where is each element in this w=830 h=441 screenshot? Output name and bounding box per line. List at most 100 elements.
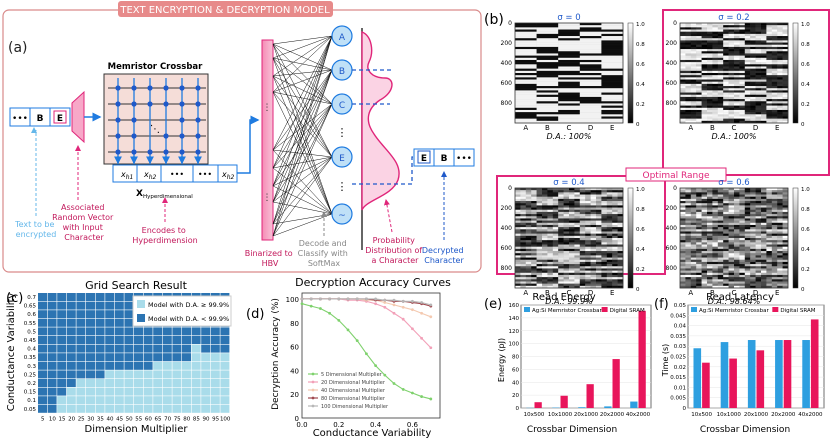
heatmap-cell [531, 242, 537, 245]
heatmap-cell [601, 99, 624, 102]
grid-cell [153, 396, 163, 405]
heatmap-cell [744, 79, 751, 82]
heatmap-cell [685, 118, 691, 122]
heatmap-cell [558, 73, 580, 76]
heatmap-cell [755, 259, 762, 263]
heatmap-cell [717, 211, 724, 215]
heatmap-cell [755, 116, 762, 119]
heatmap-cell [536, 246, 543, 250]
heatmap-cell [552, 270, 559, 273]
heatmap-cell [761, 73, 767, 76]
heatmap-cell [612, 272, 618, 276]
heatmap-cell [563, 229, 570, 232]
heatmap-cell [761, 103, 767, 106]
heatmap-cell [696, 96, 702, 100]
bar [560, 395, 568, 408]
heatmap-cell [771, 231, 778, 234]
heatmap-cell [515, 207, 521, 210]
heatmap-cell [585, 188, 591, 191]
grid-cell [220, 370, 230, 379]
heatmap-cell [744, 90, 751, 93]
memristor-node [115, 149, 121, 155]
heatmap-cell [750, 251, 756, 254]
hbv-dots-1: ⋮ [263, 103, 272, 113]
heatmap-cell [680, 49, 686, 52]
heatmap-cell [612, 259, 618, 263]
heatmap-cell [569, 253, 575, 256]
legend-label: Ag:Si Memristor Crossbar [532, 308, 602, 314]
heatmap-cell [536, 203, 543, 206]
heatmap-cell [739, 283, 745, 287]
heatmap-cell [579, 112, 602, 115]
heatmap-cell [515, 251, 521, 254]
heatmap-cell [531, 261, 537, 265]
heatmap-cell [707, 218, 713, 221]
heatmap-cell [520, 277, 526, 280]
memristor-node [131, 85, 137, 91]
heatmap-cell [771, 23, 778, 26]
heatmap-cell [558, 51, 580, 54]
heatmap-cell [766, 224, 772, 228]
network-edge [272, 43, 333, 105]
heatmap-cell [782, 279, 789, 282]
grid-cell [162, 327, 172, 336]
heatmap-cell [728, 105, 735, 108]
heatmap-cell [744, 216, 751, 219]
heatmap-cell [723, 203, 729, 206]
heatmap-cell [782, 216, 789, 219]
heatmap-cell [685, 246, 691, 250]
heatmap-cell [685, 109, 691, 113]
heatmap-cell [606, 244, 613, 247]
network-edge [272, 91, 333, 158]
heatmap-cell [579, 227, 586, 230]
heatmap-cell [579, 235, 586, 239]
heatmap-cell [728, 75, 735, 78]
heatmap-cell [547, 229, 553, 232]
grid-cell [95, 370, 105, 379]
heatmap-cell [590, 222, 597, 226]
heatmap-cell [617, 205, 624, 208]
grid-cell [76, 344, 86, 353]
heatmap-cell [525, 246, 532, 250]
heatmap-cell [515, 248, 521, 252]
grid-cell [210, 396, 220, 405]
heatmap-cell [563, 242, 570, 245]
heatmap-cell [782, 201, 789, 204]
heatmap-cell [542, 244, 548, 247]
heatmap-cell [547, 248, 553, 252]
heatmap-cell [685, 59, 691, 63]
heatmap-cell [569, 214, 575, 217]
heatmap-cell [696, 281, 702, 284]
heatmap-cell [520, 244, 526, 247]
heatmap-cell [680, 44, 686, 48]
heatmap-border [679, 22, 789, 124]
heatmap-cell [750, 188, 756, 191]
heatmap-cell [707, 51, 713, 54]
heatmap-cell [596, 205, 602, 208]
heatmap-cell [585, 281, 591, 284]
heatmap-cell [712, 25, 718, 28]
y-tick-label: 60 [512, 367, 519, 373]
heatmap-cell [520, 242, 526, 245]
heatmap-cell [558, 216, 564, 219]
heatmap-cell [520, 259, 526, 263]
heatmap-cell [536, 264, 543, 267]
heatmap-cell [723, 209, 729, 213]
heatmap-cell [744, 116, 751, 119]
heatmap-cell [766, 218, 772, 221]
heatmap-cell [744, 68, 751, 72]
heatmap-cell [596, 266, 602, 269]
heatmap-cell [690, 211, 697, 215]
network-edge [272, 185, 333, 215]
heatmap-cell [690, 109, 697, 113]
heatmap-cell [579, 240, 586, 243]
colorbar-tick: 0.8 [636, 207, 645, 213]
heatmap-cell [520, 220, 526, 223]
heatmap-cell [525, 259, 532, 263]
heatmap-cell [739, 120, 745, 124]
heatmap-cell [574, 198, 580, 202]
heatmap-cell [734, 274, 740, 278]
heatmap-cell [744, 62, 751, 65]
heatmap-cell [563, 285, 570, 289]
grid-cell [57, 387, 67, 396]
